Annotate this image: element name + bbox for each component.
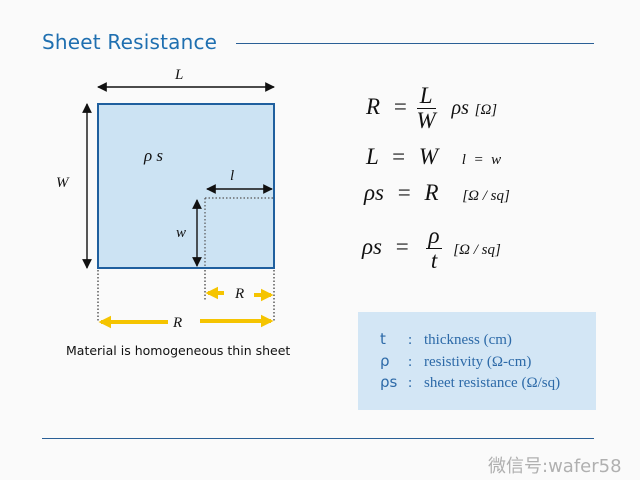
eq1-tail: ρs: [451, 96, 469, 119]
equation-resistance: R = L W ρs [Ω]: [366, 83, 498, 134]
label-l: l: [230, 168, 234, 184]
eq1-equals: =: [393, 93, 407, 119]
label-r-small: R: [234, 286, 244, 302]
eq3-equals: =: [397, 180, 411, 205]
equation-square: L = W l = w: [366, 144, 501, 170]
eq1-denominator: W: [416, 108, 436, 134]
legend-symbol: ρ: [380, 352, 390, 370]
eq3-rhs: R: [424, 180, 439, 205]
eq1-unit: [Ω]: [474, 101, 498, 118]
legend-text: resistivity (Ω-cm): [424, 354, 532, 370]
symbol-legend: t:thickness (cm) ρ:resistivity (Ω-cm) ρs…: [358, 312, 596, 410]
equation-sheet-resistance: ρs = R [Ω / sq]: [364, 180, 510, 206]
page-title: Sheet Resistance: [42, 30, 218, 54]
watermark: 微信号:wafer58: [488, 456, 622, 477]
legend-symbol: ρs: [380, 373, 398, 391]
legend-text: thickness (cm): [424, 332, 512, 348]
label-w: w: [176, 225, 186, 241]
eq1-numerator: L: [416, 83, 436, 110]
eq2-condition: l = w: [461, 152, 502, 168]
eq2-rhs: W: [418, 144, 439, 169]
eq4-denominator: t: [430, 248, 438, 274]
eq4-fraction: ρ t: [426, 223, 442, 274]
eq4-unit: [Ω / sq]: [453, 241, 501, 258]
legend-symbol: t: [380, 330, 386, 348]
sheet-square: [97, 103, 275, 269]
legend-row-thickness: t:thickness (cm): [380, 330, 512, 348]
label-L: L: [174, 67, 183, 83]
legend-text: sheet resistance (Ω/sq): [424, 375, 561, 391]
legend-row-resistivity: ρ:resistivity (Ω-cm): [380, 352, 532, 370]
title-divider: [236, 43, 594, 44]
eq3-lhs: ρs: [364, 180, 384, 205]
eq2-lhs: L: [366, 144, 379, 169]
label-rhos: ρ s: [143, 146, 163, 165]
eq3-unit: [Ω / sq]: [462, 188, 510, 204]
eq4-numerator: ρ: [426, 223, 442, 250]
bottom-divider: [42, 438, 594, 439]
eq2-equals: =: [392, 144, 406, 169]
label-W: W: [56, 175, 70, 191]
equation-resistivity: ρs = ρ t [Ω / sq]: [362, 223, 501, 274]
legend-row-sheet-resistance: ρs:sheet resistance (Ω/sq): [380, 373, 561, 391]
eq1-lhs: R: [366, 93, 381, 119]
diagram-caption: Material is homogeneous thin sheet: [66, 343, 291, 358]
eq4-lhs: ρs: [362, 233, 382, 259]
label-r-large: R: [172, 315, 182, 331]
eq1-fraction: L W: [416, 83, 436, 134]
eq4-equals: =: [395, 233, 409, 259]
